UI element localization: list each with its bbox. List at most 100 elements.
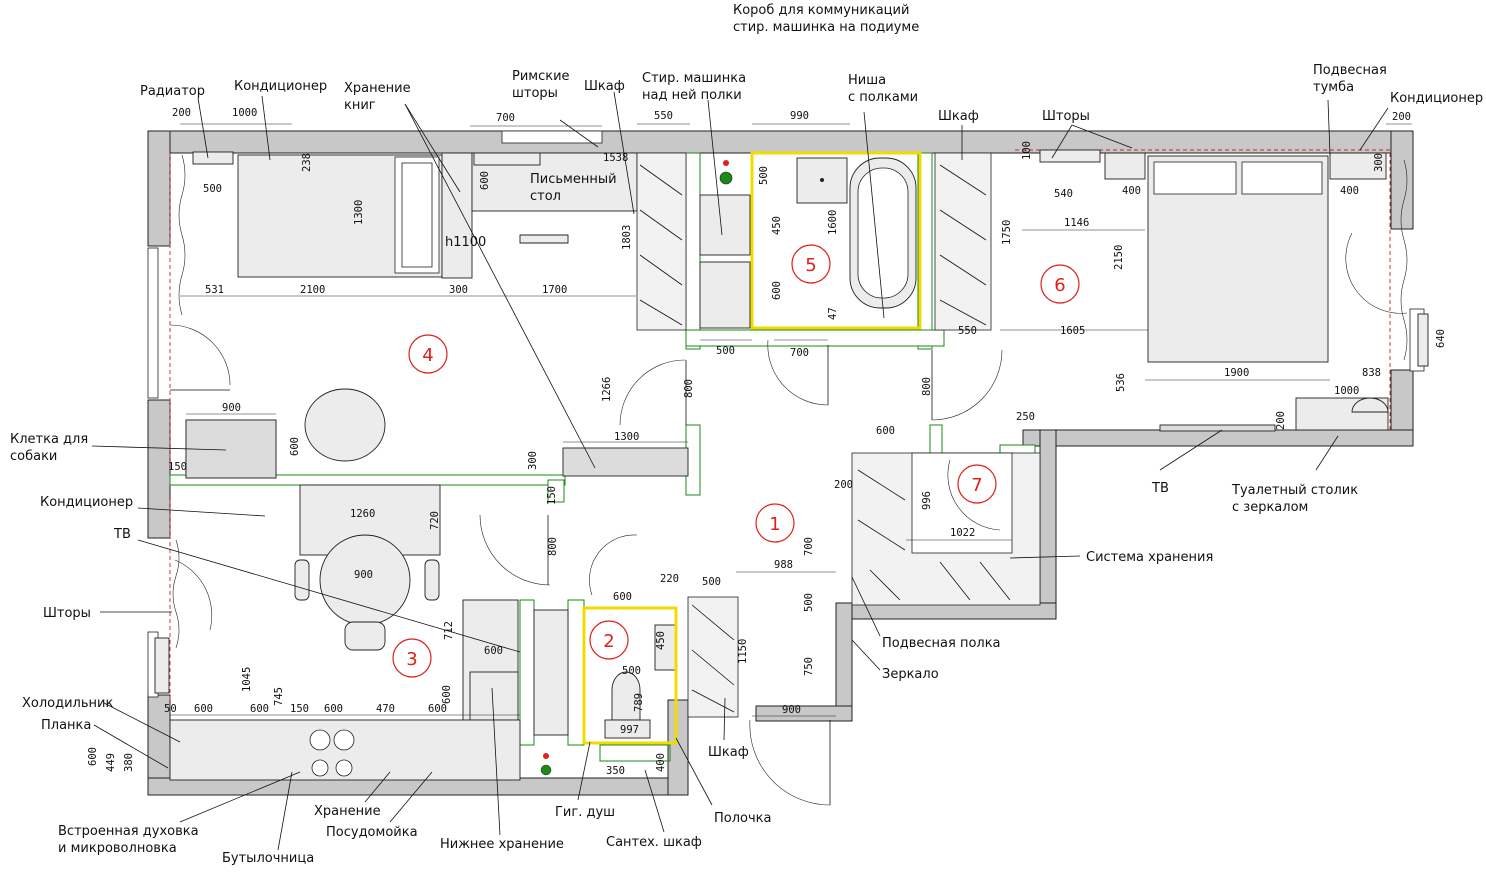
label-bottle-rack: Бутылочница	[222, 851, 314, 866]
dim: 720	[429, 511, 441, 530]
label-book-storage: Хранение книг	[344, 81, 411, 113]
label-storage-system: Система хранения	[1086, 550, 1213, 565]
label-wardrobe-top: Шкаф	[584, 79, 625, 94]
label-curtains-top: Шторы	[1042, 109, 1090, 124]
dim: 400	[1340, 185, 1359, 197]
dim: 300	[527, 451, 539, 470]
dim: 600	[250, 703, 269, 715]
label-line: и микроволновка	[58, 841, 177, 856]
dim: 838	[1362, 367, 1381, 379]
dim: 800	[547, 537, 559, 556]
label-line: Короб для коммуникаций	[733, 3, 909, 18]
dim: 536	[1115, 373, 1127, 392]
dim: 450	[771, 216, 783, 235]
label-tv-right: ТВ	[1151, 481, 1169, 496]
dim: 700	[803, 537, 815, 556]
room-3-furniture	[169, 484, 569, 781]
label-hanging-shelf: Подвесная полка	[882, 636, 1001, 651]
dim: 1000	[1334, 385, 1359, 397]
dim: 500	[803, 593, 815, 612]
dim: 300	[1373, 153, 1385, 172]
label-dishwasher: Посудомойка	[326, 825, 418, 840]
dim: 745	[273, 687, 285, 706]
dim: 1700	[542, 284, 567, 296]
dim: 238	[301, 153, 313, 172]
dim: 1266	[601, 377, 613, 402]
label-line: Письменный	[530, 172, 617, 187]
room-2-wc	[540, 606, 678, 776]
dim: 640	[1435, 329, 1447, 348]
dim: 600	[87, 747, 99, 766]
dim: 500	[758, 166, 770, 185]
label-storage: Хранение	[314, 804, 381, 819]
label-line: Подвесная	[1313, 63, 1387, 78]
dim: 500	[716, 345, 735, 357]
dim: 2100	[300, 284, 325, 296]
label-line: тумба	[1313, 80, 1354, 95]
dim: 800	[921, 377, 933, 396]
windows	[147, 130, 1429, 698]
label-fridge: Холодильник	[22, 696, 113, 711]
dim: 1045	[241, 667, 253, 692]
dim: 800	[683, 379, 695, 398]
dim: 500	[702, 576, 721, 588]
label-line: шторы	[512, 86, 558, 101]
label-line: книг	[344, 98, 376, 113]
dim: 988	[774, 559, 793, 571]
label-line: Туалетный столик	[1231, 483, 1358, 498]
dim: 997	[620, 724, 639, 736]
room-4-furniture	[185, 151, 689, 479]
label-line: Хранение	[344, 81, 411, 96]
dim: 700	[496, 112, 515, 124]
label-hyg-shower: Гиг. душ	[555, 805, 615, 820]
dim: 1600	[827, 210, 839, 235]
dim: 200	[1392, 111, 1411, 123]
room-number-7: 7	[971, 475, 982, 496]
dim: 600	[428, 703, 447, 715]
label-shelf: Полочка	[714, 811, 772, 826]
dim: 600	[484, 645, 503, 657]
dim: 1260	[350, 508, 375, 520]
label-line: над ней полки	[642, 88, 742, 103]
dim: 1803	[621, 225, 633, 250]
dim: 1150	[737, 639, 749, 664]
dim: 100	[1021, 141, 1033, 160]
label-line: Клетка для	[10, 432, 88, 447]
label-hanging-cabinet: Подвесная тумба	[1313, 63, 1387, 95]
dim: 990	[790, 110, 809, 122]
dim: 350	[606, 765, 625, 777]
label-line: Ниша	[848, 73, 886, 88]
dim: 600	[324, 703, 343, 715]
label-curtains-left: Шторы	[43, 606, 91, 621]
dim: 400	[1122, 185, 1141, 197]
dim: 47	[827, 307, 839, 320]
dim: 600	[289, 437, 301, 456]
label-line: с зеркалом	[1232, 500, 1308, 515]
dim: 550	[654, 110, 673, 122]
label-ac-top-left: Кондиционер	[234, 79, 327, 94]
dim: 1000	[232, 107, 257, 119]
dim: 1300	[353, 200, 365, 225]
label-plumb-cabinet: Сантех. шкаф	[606, 835, 702, 850]
dim: 449	[105, 753, 117, 772]
label-line: Римские	[512, 69, 570, 84]
dim: 1750	[1001, 220, 1013, 245]
dim: 150	[290, 703, 309, 715]
label-ac-left: Кондиционер	[40, 495, 133, 510]
label-oven: Встроенная духовка и микроволновка	[58, 824, 199, 856]
dim: 300	[449, 284, 468, 296]
label-plank: Планка	[41, 718, 91, 733]
label-tv-left: ТВ	[113, 527, 131, 542]
label-line: Встроенная духовка	[58, 824, 199, 839]
dim: 200	[172, 107, 191, 119]
dim: 380	[123, 753, 135, 772]
dim: 500	[203, 183, 222, 195]
dim: 550	[958, 325, 977, 337]
label-vanity: Туалетный столик с зеркалом	[1231, 483, 1358, 515]
dim: 600	[479, 171, 491, 190]
dim: 1146	[1064, 217, 1089, 229]
